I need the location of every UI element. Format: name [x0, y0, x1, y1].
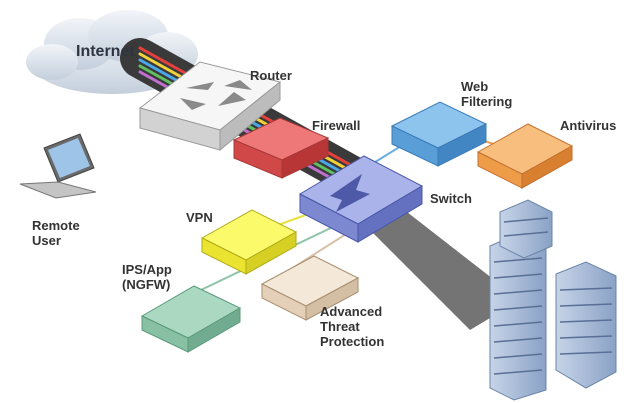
firewall-label: Firewall [312, 118, 361, 133]
web-filtering-icon [390, 101, 488, 167]
ips-label-line2: (NGFW) [122, 277, 171, 292]
firewall-icon [232, 117, 330, 179]
router-label: Router [250, 68, 292, 83]
web-filtering-label-line1: Web [461, 79, 489, 94]
router-icon [138, 61, 282, 152]
switch-icon [298, 155, 424, 243]
antivirus-label: Antivirus [560, 118, 617, 133]
atp-label-line1: Advanced [320, 304, 383, 319]
web-filtering-label-line2: Filtering [461, 94, 513, 109]
ips-ngfw-icon [140, 285, 242, 353]
vpn-icon [200, 209, 298, 275]
antivirus-icon [476, 123, 574, 189]
buildings-icon [489, 199, 617, 401]
atp-label-line2: Threat [320, 319, 360, 334]
advanced-threat-protection-icon [260, 255, 360, 321]
atp-label-line3: Protection [320, 334, 385, 349]
laptop-icon [19, 133, 97, 199]
building-link-shadow [360, 205, 520, 330]
vpn-label: VPN [186, 210, 213, 225]
switch-label: Switch [430, 191, 472, 206]
ips-label-line1: IPS/App [122, 262, 172, 277]
remote-user-label-line2: User [32, 233, 61, 248]
internet-label: Internet [76, 43, 135, 60]
remote-user-label-line1: Remote [32, 218, 80, 233]
